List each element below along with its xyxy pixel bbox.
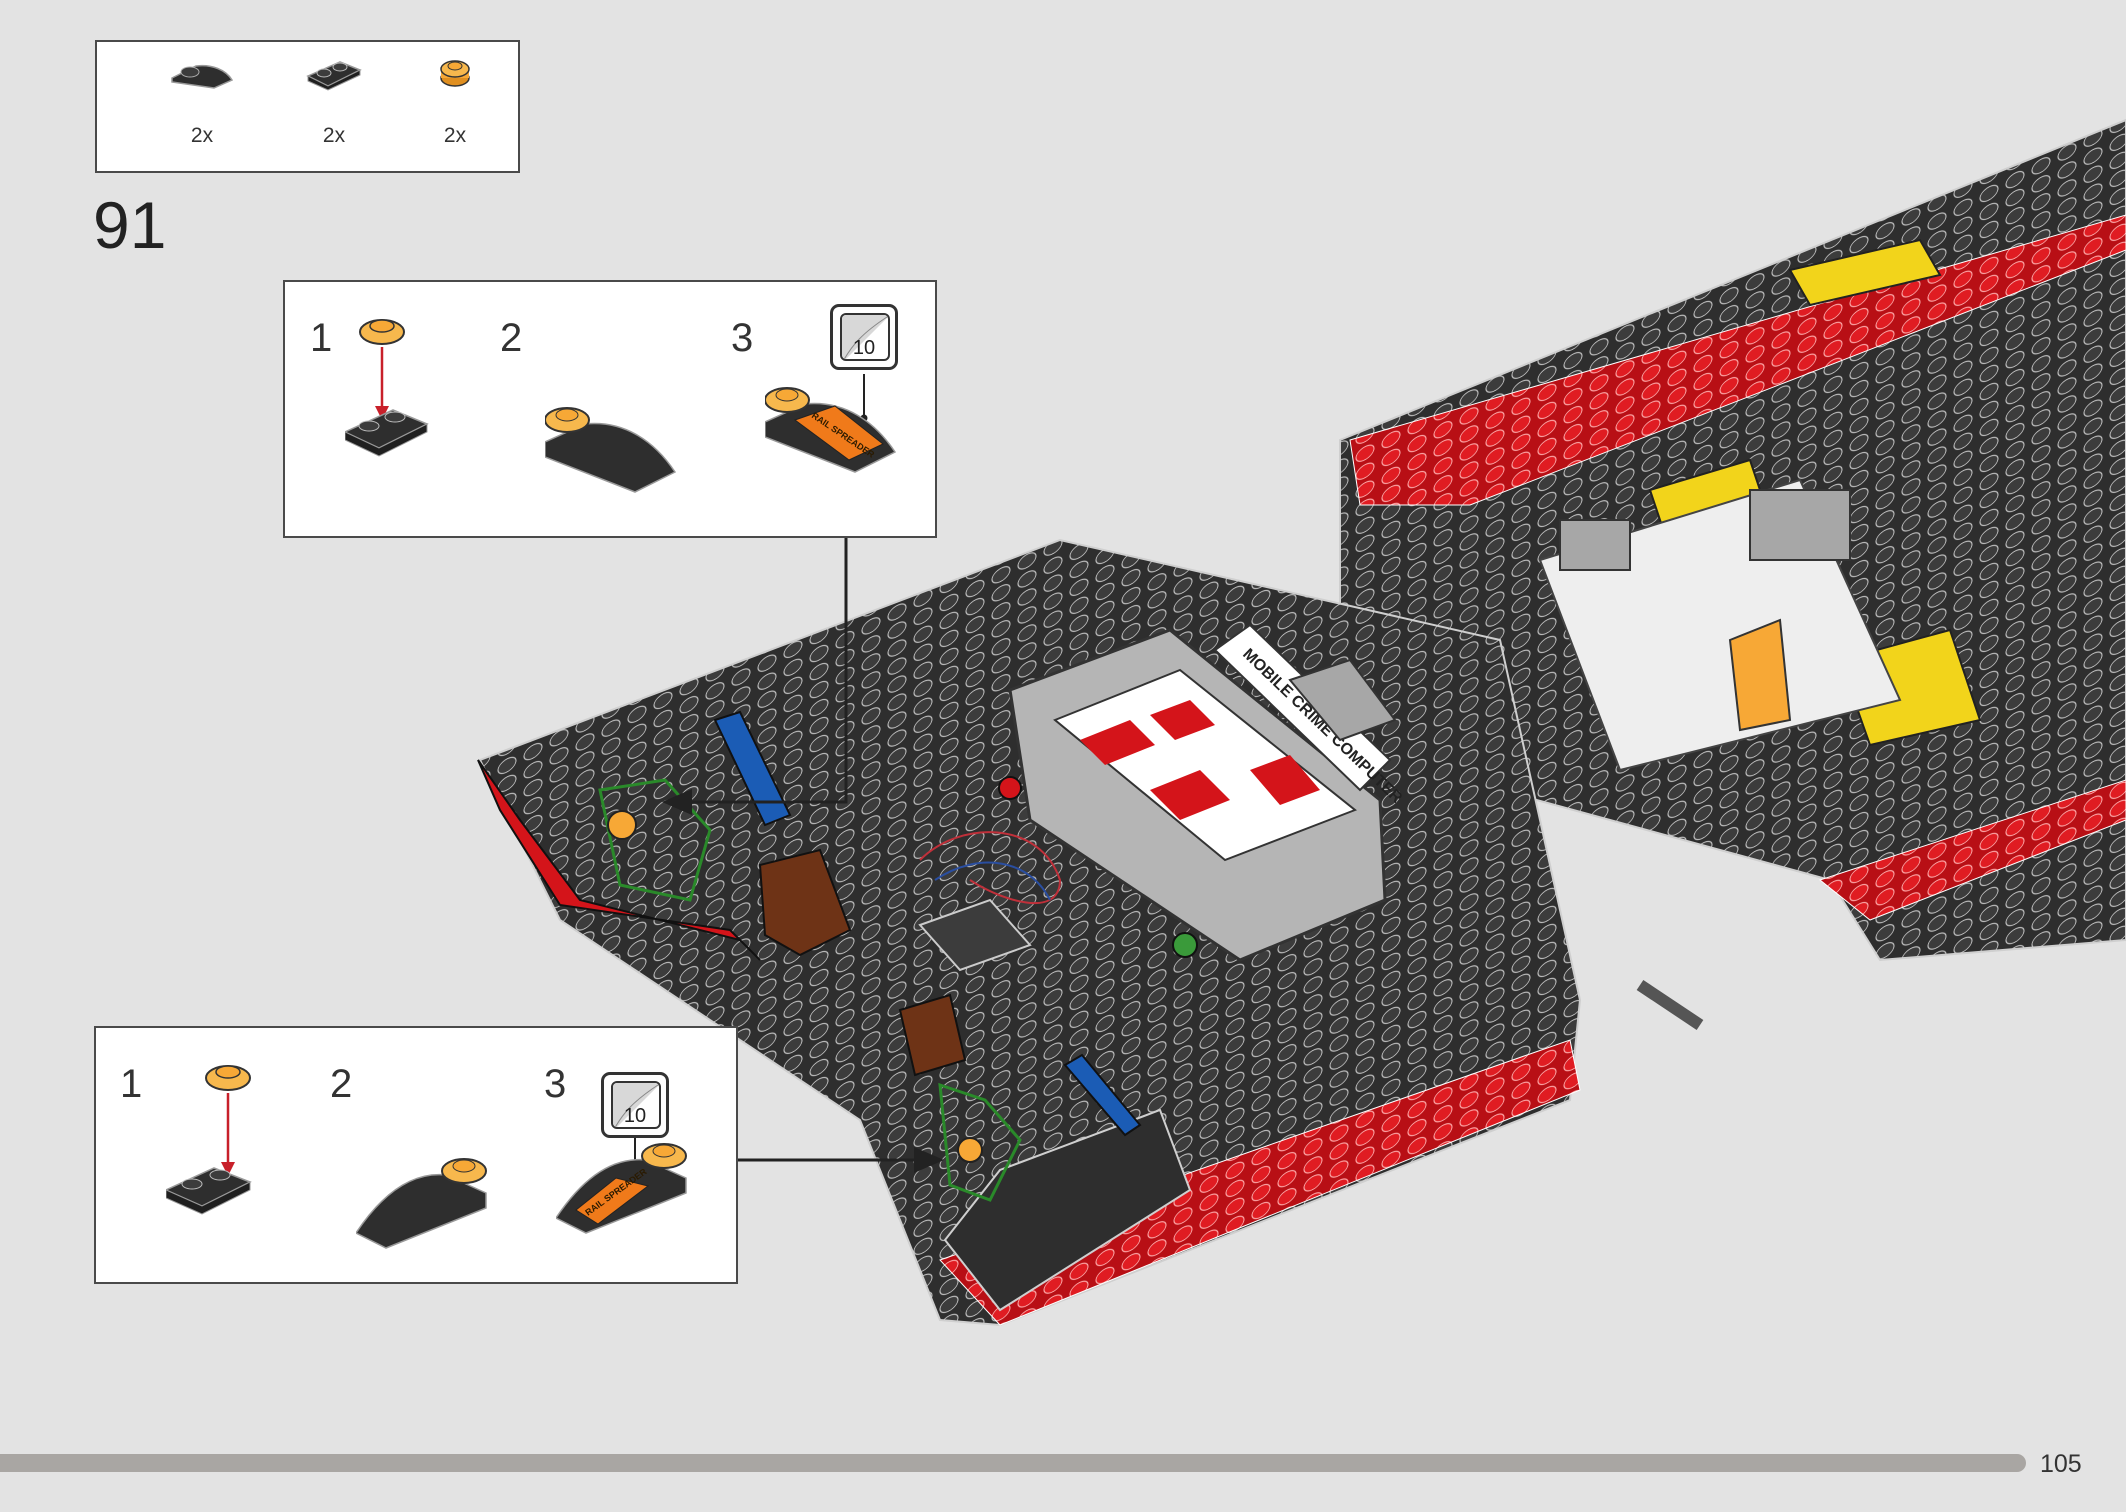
sticker-10-indicator: 10 xyxy=(601,1072,669,1138)
callout-step-2: 2 xyxy=(330,1062,353,1106)
callout-step-3: 3 xyxy=(731,316,754,360)
step-number: 91 xyxy=(93,188,167,262)
sticker-number: 10 xyxy=(623,1105,647,1127)
progress-bar xyxy=(0,1454,2026,1472)
substep-1-illustration xyxy=(166,1065,252,1215)
parts-list-box: 2x 2x 2x xyxy=(95,40,520,173)
callout-step-1: 1 xyxy=(120,1062,143,1106)
part-quantity: 2x xyxy=(443,124,467,147)
upper-callout-pointer xyxy=(676,538,848,804)
sticker-10-indicator: 10 xyxy=(830,304,898,370)
callout-step-1: 1 xyxy=(310,316,333,360)
substep-3-illustration: RAIL SPREADER xyxy=(765,374,897,473)
plate-1x2-black-icon xyxy=(306,61,362,91)
parts-list-item: 2x xyxy=(294,52,374,162)
curved-slope-black-icon xyxy=(171,64,234,89)
substep-1-illustration xyxy=(345,319,429,457)
callout-lower: 1 2 3 10 RAIL SPREADER xyxy=(94,1026,738,1284)
round-plate-orange-icon xyxy=(440,60,470,87)
callout-step-3: 3 xyxy=(544,1062,567,1106)
substep-3-illustration: RAIL SPREADER xyxy=(556,1138,687,1234)
substep-2-illustration xyxy=(545,407,677,493)
part-quantity: 2x xyxy=(190,124,214,147)
sticker-number: 10 xyxy=(852,337,876,359)
page-number: 105 xyxy=(2040,1450,2082,1478)
callout-upper: 1 2 3 10 RAIL SPREADER xyxy=(283,280,937,538)
part-quantity: 2x xyxy=(322,124,346,147)
substep-2-illustration xyxy=(356,1158,487,1249)
callout-step-2: 2 xyxy=(500,316,523,360)
parts-list-item: 2x xyxy=(162,52,242,162)
parts-list-item: 2x xyxy=(415,52,495,162)
